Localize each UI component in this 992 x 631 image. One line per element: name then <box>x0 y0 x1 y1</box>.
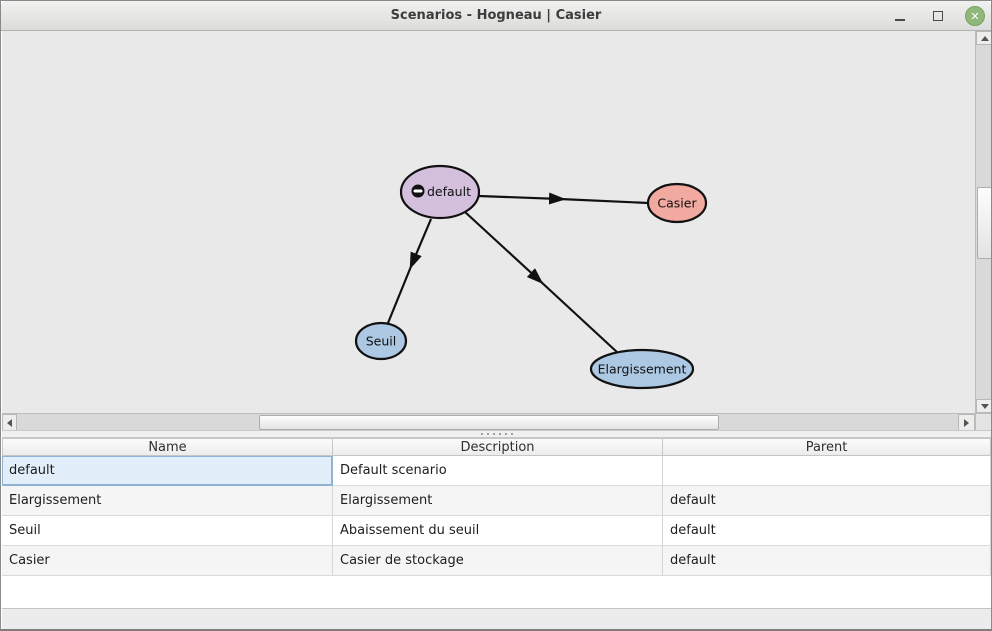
maximize-button[interactable] <box>927 5 949 27</box>
table-row: default Default scenario <box>2 456 991 486</box>
bottom-panel <box>2 608 991 629</box>
column-header-description[interactable]: Description <box>333 438 663 456</box>
edge-default-seuil[interactable] <box>386 218 433 324</box>
maximize-icon <box>933 11 943 21</box>
window-title: Scenarios - Hogneau | Casier <box>390 8 602 23</box>
pane-splitter[interactable] <box>2 430 991 438</box>
table-row: Seuil Abaissement du seuil default <box>2 516 991 546</box>
node-casier[interactable]: Casier <box>646 182 708 224</box>
collapse-icon[interactable] <box>411 184 425 198</box>
cell-description[interactable]: Casier de stockage <box>333 546 663 576</box>
node-label: Elargissement <box>598 362 687 377</box>
vertical-scrollbar[interactable] <box>975 31 991 413</box>
horizontal-scrollbar-thumb[interactable] <box>259 415 719 430</box>
scroll-left-icon <box>7 418 12 427</box>
scenario-graph: default Casier Seuil Elargissement <box>354 164 708 390</box>
cell-description[interactable]: Default scenario <box>333 456 663 486</box>
edge-default-casier[interactable] <box>478 192 649 205</box>
node-default[interactable]: default <box>399 164 481 220</box>
table-header: Name Description Parent <box>2 438 991 456</box>
scrollbar-corner <box>975 413 991 430</box>
cell-name[interactable]: Casier <box>2 546 333 576</box>
cell-parent[interactable]: default <box>663 486 991 516</box>
cell-name-selected[interactable]: default <box>2 456 333 486</box>
node-label: default <box>427 184 471 199</box>
splitter-grip-dot <box>480 433 483 435</box>
splitter-grip-dot <box>498 433 501 435</box>
titlebar[interactable]: Scenarios - Hogneau | Casier ✕ <box>1 1 991 31</box>
scroll-left-button[interactable] <box>2 414 17 431</box>
scroll-down-button[interactable] <box>976 399 991 413</box>
splitter-grip-dot <box>504 433 507 435</box>
splitter-grip-dot <box>510 433 513 435</box>
cell-description[interactable]: Elargissement <box>333 486 663 516</box>
cell-description[interactable]: Abaissement du seuil <box>333 516 663 546</box>
vertical-scrollbar-thumb[interactable] <box>977 187 991 259</box>
node-seuil[interactable]: Seuil <box>354 321 408 361</box>
splitter-grip-dot <box>492 433 495 435</box>
node-label: Seuil <box>366 334 397 349</box>
scroll-up-button[interactable] <box>976 31 991 45</box>
table-row: Elargissement Elargissement default <box>2 486 991 516</box>
graph-canvas[interactable]: default Casier Seuil Elargissement <box>2 31 975 413</box>
scroll-up-icon <box>980 35 989 41</box>
edge-default-elargissement[interactable] <box>464 211 619 354</box>
scroll-right-icon <box>964 418 969 427</box>
column-header-name[interactable]: Name <box>2 438 333 456</box>
cell-parent[interactable]: default <box>663 546 991 576</box>
cell-name[interactable]: Seuil <box>2 516 333 546</box>
cell-name[interactable]: Elargissement <box>2 486 333 516</box>
splitter-grip-dot <box>486 433 489 435</box>
cell-parent[interactable]: default <box>663 516 991 546</box>
node-elargissement[interactable]: Elargissement <box>589 348 695 390</box>
table-row: Casier Casier de stockage default <box>2 546 991 576</box>
scenarios-table: Name Description Parent default Default … <box>2 438 991 608</box>
scroll-down-icon <box>980 403 989 409</box>
minimize-button[interactable] <box>889 5 911 27</box>
horizontal-scrollbar[interactable] <box>2 413 975 431</box>
scroll-right-button[interactable] <box>958 414 975 431</box>
column-header-parent[interactable]: Parent <box>663 438 991 456</box>
minimize-icon <box>895 19 905 21</box>
window-controls: ✕ <box>889 1 985 31</box>
cell-parent[interactable] <box>663 456 991 486</box>
node-label: Casier <box>657 196 697 211</box>
close-button[interactable]: ✕ <box>965 6 985 26</box>
close-icon: ✕ <box>970 9 980 23</box>
